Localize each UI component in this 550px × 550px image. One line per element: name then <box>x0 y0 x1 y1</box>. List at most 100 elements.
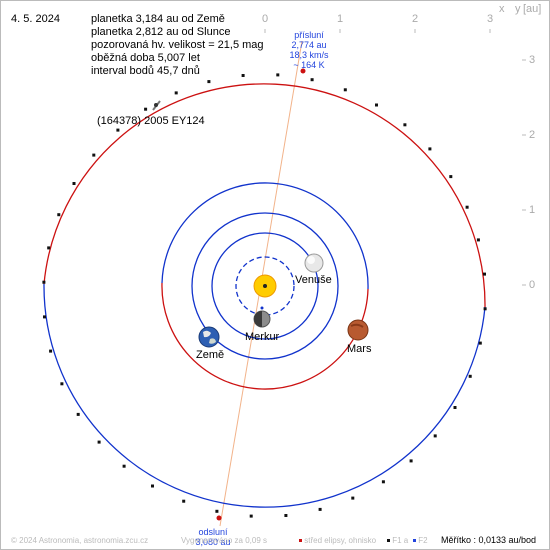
y-tick-2: 2 <box>529 129 536 141</box>
info-distance-earth: planetka 3,184 au od Země <box>91 13 225 25</box>
orbit-point-mark <box>449 175 453 179</box>
orbit-point-mark <box>483 307 487 311</box>
venus-orbit <box>211 232 319 340</box>
legend-center-swatch <box>299 539 302 543</box>
asteroid-orbit-upper <box>43 83 486 308</box>
mercury-label: Merkur <box>245 331 280 343</box>
orbit-point-mark <box>375 103 378 107</box>
sun <box>253 274 277 298</box>
x-axis-label: x <box>499 3 505 15</box>
y-tick-1: 1 <box>529 204 536 216</box>
orbit-point-mark <box>381 480 385 484</box>
orbit-point-mark <box>478 341 482 345</box>
mercury-planet <box>253 306 271 328</box>
date-label: 4. 5. 2024 <box>11 13 60 25</box>
mercury-orbit <box>235 256 295 316</box>
perihelion-marker <box>300 68 306 74</box>
mars-planet <box>347 319 369 341</box>
mars-label: Mars <box>347 343 372 355</box>
axis-ticks <box>264 29 526 286</box>
copyright-text: © 2024 Astronomia, astronomia.zcu.cz <box>11 536 149 545</box>
x-tick-3: 3 <box>487 13 494 25</box>
info-point-interval: interval bodů 45,7 dnů <box>91 65 200 77</box>
orbit-point-mark <box>60 382 64 386</box>
orbit-point-mark <box>403 123 407 127</box>
orbit-point-mark <box>122 464 126 468</box>
perihelion-temperature: ~ 164 K <box>293 60 325 70</box>
scale-label: Měřítko : 0,0133 au/bod <box>441 535 537 545</box>
orbit-point-mark <box>215 509 219 513</box>
orbit-point-mark <box>351 496 355 500</box>
legend-f1-text: F1 a <box>392 536 409 545</box>
y-axis-label: y <box>515 3 521 15</box>
orbit-point-mark <box>182 499 186 503</box>
orbit-point-mark <box>284 514 288 517</box>
orbit-point-mark <box>42 280 46 284</box>
aphelion-marker <box>216 515 222 521</box>
x-tick-2: 2 <box>412 13 419 25</box>
x-tick-1: 1 <box>337 13 344 25</box>
orbit-point-mark <box>144 107 148 111</box>
legend-center-focus: střed elipsy, ohnisko <box>299 536 376 545</box>
earth-planet <box>198 326 220 348</box>
orbit-point-mark <box>453 406 457 409</box>
orbit-point-mark <box>97 440 101 444</box>
orbit-point-mark <box>310 78 314 82</box>
legend-f2-swatch <box>413 539 416 543</box>
orbit-point-mark <box>249 514 253 518</box>
info-period: oběžná doba 5,007 let <box>91 52 200 64</box>
perihelion-distance: 2,774 au <box>291 40 327 50</box>
orbit-point-mark <box>433 434 437 438</box>
asteroid-position-marks <box>42 73 487 518</box>
orbit-point-mark <box>207 80 211 84</box>
orbit-point-mark <box>409 459 413 463</box>
asteroid-orbit-lower <box>43 283 486 508</box>
x-tick-0: 0 <box>262 13 269 25</box>
orbit-point-mark <box>241 74 245 77</box>
orbit-point-mark <box>151 484 154 488</box>
orbit-point-mark <box>468 374 472 378</box>
orbit-point-mark <box>476 238 480 242</box>
info-distance-sun: planetka 2,812 au od Slunce <box>91 26 231 38</box>
orbit-point-mark <box>465 205 469 209</box>
earth-label: Země <box>196 349 225 361</box>
orbit-point-mark <box>343 88 347 92</box>
orbit-point-mark <box>57 213 61 217</box>
orbit-point-mark <box>428 147 432 151</box>
aphelion-title: odsluní <box>198 527 228 537</box>
orbit-point-mark <box>276 73 280 77</box>
venus-planet <box>304 253 324 273</box>
orbit-point-mark <box>174 91 178 95</box>
earth-orbit <box>191 212 339 360</box>
info-magnitude: pozorovaná hv. velikost = 21,5 mag <box>91 39 264 51</box>
venus-label: Venuše <box>295 274 332 286</box>
axis-unit: [au] <box>523 3 542 15</box>
asteroid-position <box>152 100 161 111</box>
y-tick-3: 3 <box>529 54 536 66</box>
legend-f2-text: F2 <box>418 536 428 545</box>
orbit-point-mark <box>49 349 53 353</box>
mars-orbit-inner-half <box>161 182 369 290</box>
aphelion-label: odsluní 3,080 au <box>183 527 243 547</box>
y-tick-0: 0 <box>529 279 536 291</box>
orbit-point-mark <box>483 272 486 276</box>
perihelion-speed: 18,3 km/s <box>289 50 329 60</box>
orbit-point-mark <box>43 315 46 319</box>
orbit-point-mark <box>76 412 80 416</box>
perihelion-title: přísluní <box>294 30 324 40</box>
legend-f1-swatch <box>387 539 390 543</box>
orbit-point-mark <box>318 507 322 511</box>
orbit-point-mark <box>47 246 51 250</box>
orbit-point-mark <box>92 153 96 157</box>
orbit-point-mark <box>72 182 76 185</box>
perihelion-label: přísluní 2,774 au 18,3 km/s ~ 164 K <box>279 30 339 70</box>
orbit-point-mark <box>116 128 120 132</box>
legend-f1: F1 a <box>387 536 408 545</box>
legend-f2: F2 <box>413 536 428 545</box>
aphelion-distance: 3,080 au <box>195 537 231 547</box>
generated-time: Vygenerováno za 0,09 s <box>181 536 267 545</box>
legend-center-text: střed elipsy, ohnisko <box>304 536 377 545</box>
asteroid-name: (164378) 2005 EY124 <box>97 115 205 127</box>
